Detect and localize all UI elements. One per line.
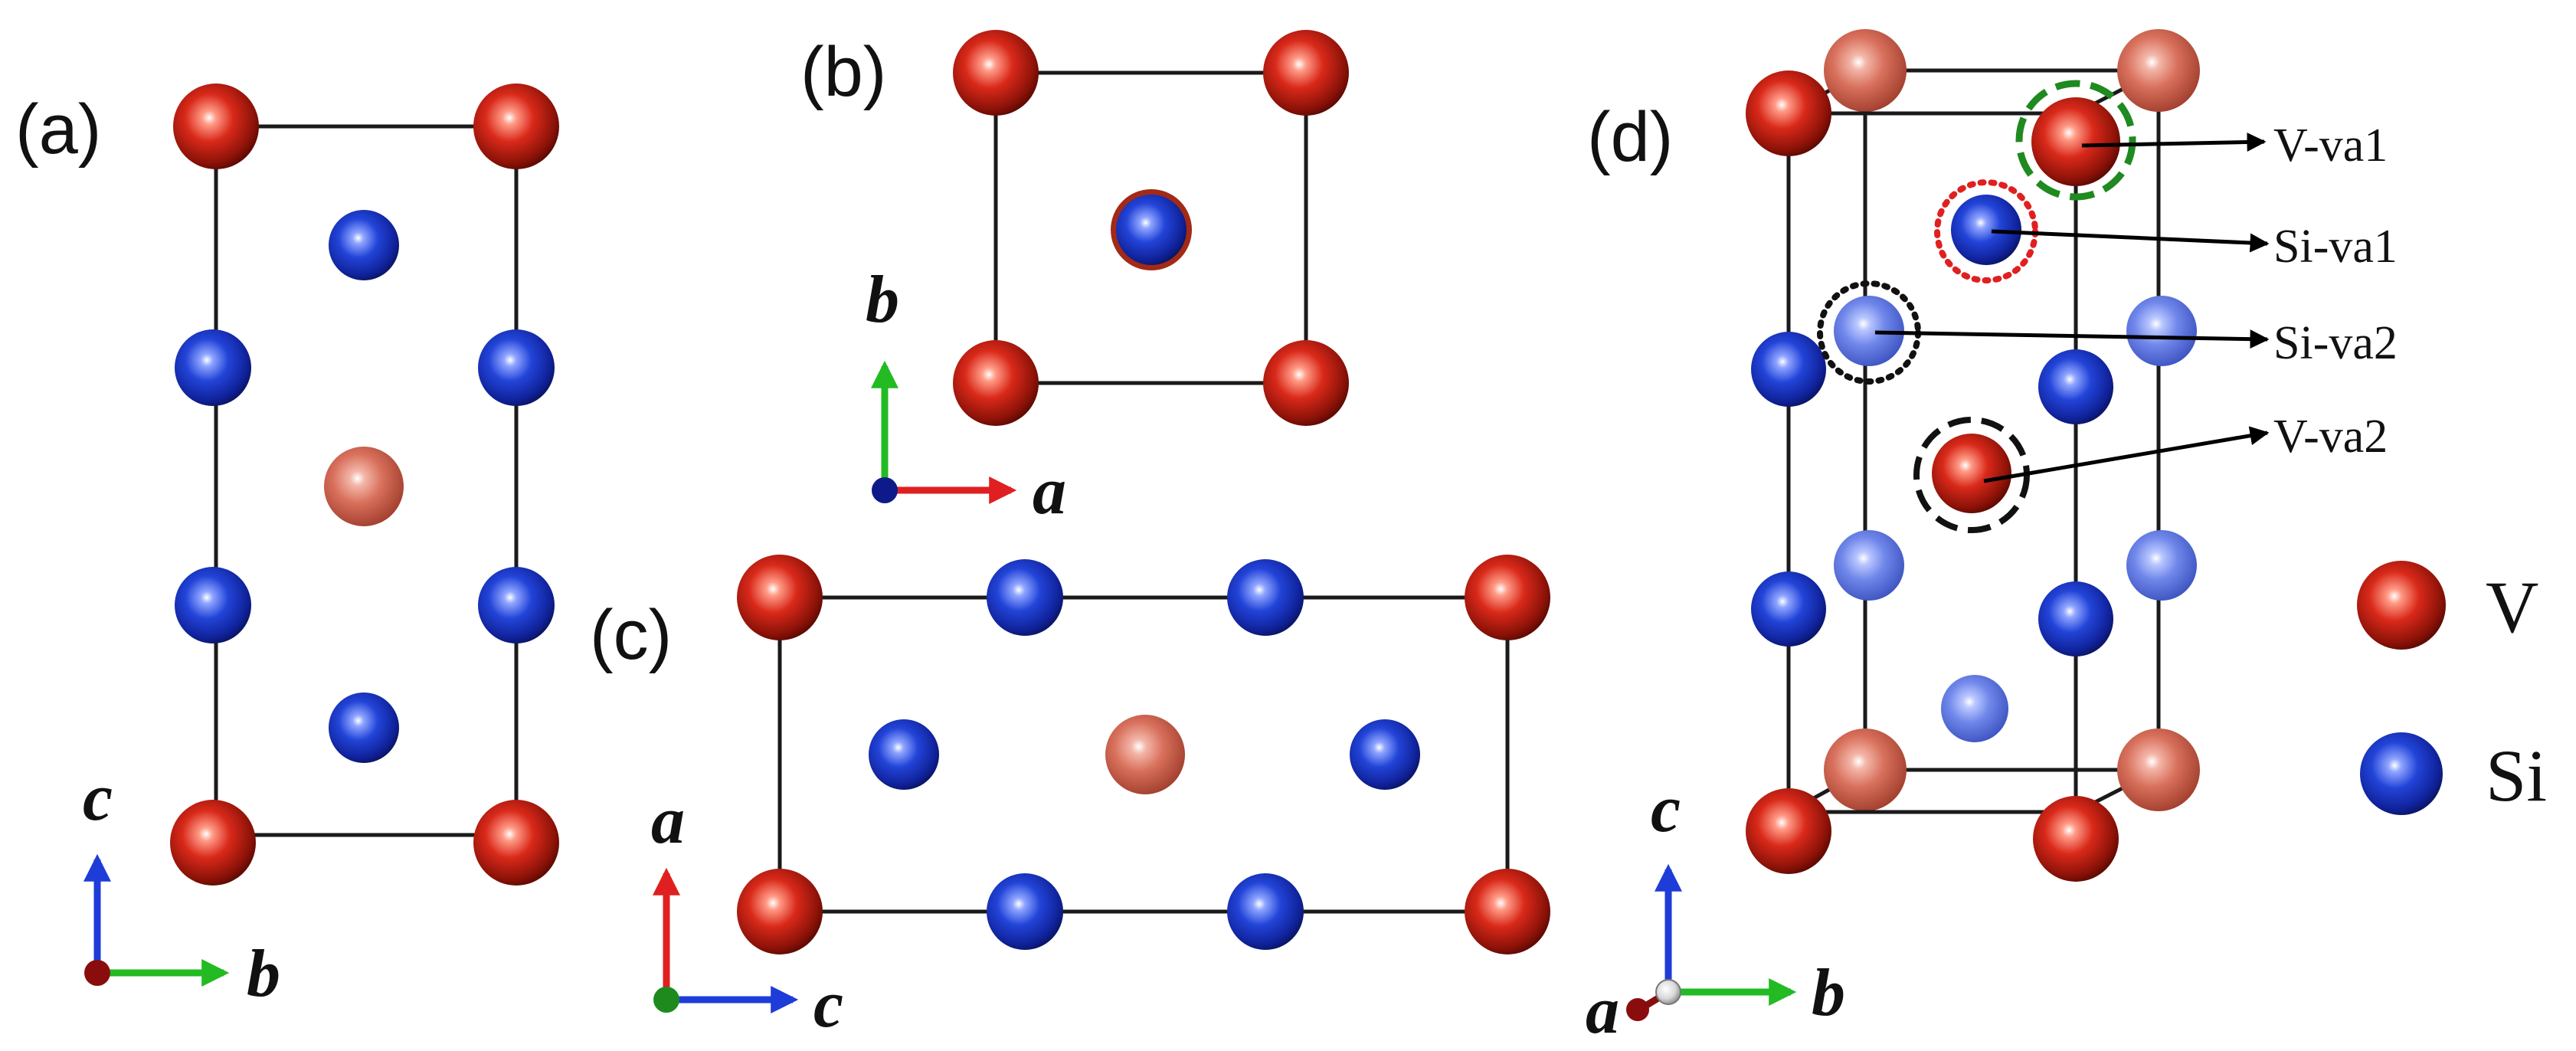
si-atom <box>478 567 555 643</box>
panel-b: (b) b a <box>800 30 1349 529</box>
si-atom <box>329 692 399 763</box>
pointer-v-va2 <box>1983 426 2270 483</box>
legend-si-swatch <box>2360 732 2443 815</box>
si-atom <box>869 719 939 790</box>
axis-origin-dot <box>872 477 898 503</box>
panel-b-axis-a: a <box>1033 454 1066 529</box>
si-atom <box>1941 675 2008 742</box>
panel-a: (a) c b <box>15 83 559 1011</box>
panel-a-axis-c: c <box>83 761 113 835</box>
v-atom <box>1263 340 1349 426</box>
si-atom <box>478 329 555 406</box>
v-atom <box>953 30 1039 116</box>
si-atom <box>1751 571 1826 647</box>
vacancy-label-si-va1: Si-va1 <box>2273 221 2398 273</box>
v-atom <box>737 555 823 640</box>
si-atom <box>987 873 1063 950</box>
v-atom <box>473 800 559 886</box>
si-atom <box>1834 530 1904 601</box>
v-atom <box>1824 728 1907 811</box>
si-atom <box>1350 719 1420 790</box>
vacancy-label-v-va1: V-va1 <box>2273 120 2388 172</box>
panel-c-axes: a c <box>651 784 843 1042</box>
panel-c-axis-c: c <box>813 968 843 1042</box>
panel-c: (c) a c <box>590 555 1550 1042</box>
panel-d-axes: c b a <box>1586 772 1845 1048</box>
pointer-si-va2 <box>1874 329 2270 349</box>
vacancy-marker-v-va1 <box>2015 80 2136 201</box>
si-atom <box>1116 195 1187 265</box>
axis-origin-dot <box>84 960 110 986</box>
panel-d-axis-c: c <box>1651 772 1681 846</box>
vacancy-label-si-va2: Si-va2 <box>2273 317 2398 369</box>
v-atom <box>173 83 259 169</box>
panel-a-axes: c b <box>83 761 280 1011</box>
panel-d-label: (d) <box>1587 98 1673 176</box>
si-atom-vacancy-1 <box>1951 195 2021 265</box>
panel-d: (d) <box>1586 29 2398 1048</box>
legend-v-swatch <box>2357 561 2446 650</box>
v-atom <box>1465 555 1550 640</box>
panel-d-back-cell <box>1863 68 2161 772</box>
v-atom <box>2117 29 2200 112</box>
si-atom <box>1751 332 1826 407</box>
si-atom <box>2126 530 2197 601</box>
v-atom <box>1263 30 1349 116</box>
v-atom-vacancy-2 <box>1932 434 2011 513</box>
v-atom <box>1746 788 1831 874</box>
vacancy-marker-si-va1 <box>1934 179 2038 283</box>
panel-d-front-cell <box>1786 111 2078 814</box>
legend-si-label: Si <box>2486 735 2547 817</box>
legend: V Si <box>2357 561 2547 817</box>
v-atom <box>2117 728 2200 811</box>
panel-a-label: (a) <box>15 90 101 169</box>
v-atom <box>737 869 823 954</box>
si-atom <box>987 559 1063 636</box>
v-atom <box>170 800 256 886</box>
v-atom <box>1105 715 1185 794</box>
si-atom <box>2126 296 2197 366</box>
v-atom <box>1746 70 1831 156</box>
vacancy-label-v-va2: V-va2 <box>2273 411 2388 463</box>
v-atom <box>473 83 559 169</box>
panel-b-axis-b: b <box>866 263 899 337</box>
si-atom <box>1227 873 1304 950</box>
si-atom <box>2038 349 2113 424</box>
panel-b-axes: b a <box>866 263 1066 529</box>
panel-d-axis-b: b <box>1812 956 1845 1030</box>
pointer-v-va1 <box>2081 132 2267 152</box>
v-atom <box>324 447 404 526</box>
si-atom <box>1227 559 1304 636</box>
si-atom <box>175 567 251 643</box>
v-atom <box>1465 869 1550 954</box>
panel-c-label: (c) <box>590 596 672 674</box>
legend-v-label: V <box>2486 566 2538 648</box>
v-atom <box>2033 796 2119 882</box>
pointer-si-va1 <box>1991 229 2270 253</box>
panel-c-unit-cell <box>777 595 1510 914</box>
si-atom <box>175 329 251 406</box>
v-atom-vacancy-1 <box>2031 97 2120 186</box>
v-atom <box>1824 29 1907 112</box>
panel-b-label: (b) <box>800 33 886 111</box>
v-atom <box>953 340 1039 426</box>
axis-origin-dot <box>1655 979 1681 1005</box>
si-atom <box>2038 581 2113 656</box>
panel-b-unit-cell <box>993 70 1308 385</box>
panel-c-axis-a: a <box>651 784 685 858</box>
si-atom <box>1834 296 1904 366</box>
axis-a-dot <box>1626 998 1649 1021</box>
axis-origin-dot <box>653 987 679 1013</box>
panel-a-axis-b: b <box>247 937 280 1011</box>
panel-a-unit-cell <box>214 124 519 837</box>
si-atom <box>329 210 399 280</box>
panel-d-axis-a: a <box>1586 974 1619 1048</box>
